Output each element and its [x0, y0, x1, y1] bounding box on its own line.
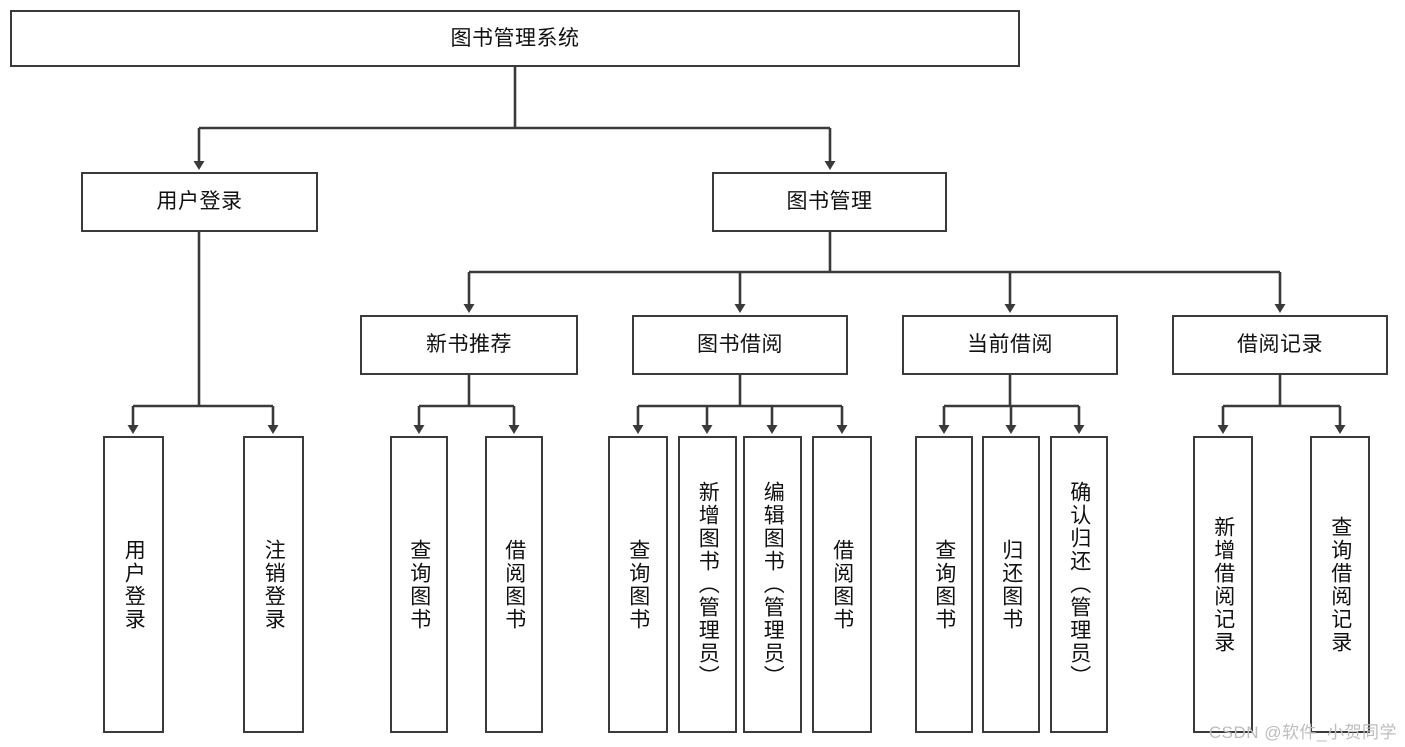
node-user-login[interactable]: 用户登录 [81, 172, 318, 232]
node-borrow-records-label: 借阅记录 [1237, 333, 1323, 357]
leaf-node[interactable]: 查询图书 [390, 436, 448, 733]
node-new-book-recommend-label: 新书推荐 [426, 333, 512, 357]
leaf-node-label: 确认归还（管理员） [1067, 481, 1091, 688]
node-root-label: 图书管理系统 [450, 26, 580, 50]
leaf-node[interactable]: 新增图书（管理员） [678, 436, 737, 733]
node-current-borrow-label: 当前借阅 [967, 333, 1053, 357]
leaf-node-label: 查询图书 [626, 538, 650, 631]
leaf-node-label: 借阅图书 [830, 538, 854, 631]
node-book-management-label: 图书管理 [786, 190, 873, 214]
leaf-node[interactable]: 查询借阅记录 [1310, 436, 1370, 733]
leaf-node[interactable]: 用户登录 [103, 436, 164, 733]
leaf-node[interactable]: 归还图书 [982, 436, 1040, 733]
leaf-node-label: 新增图书（管理员） [696, 481, 720, 688]
leaf-node[interactable]: 确认归还（管理员） [1050, 436, 1108, 733]
node-new-book-recommend[interactable]: 新书推荐 [360, 315, 578, 375]
leaf-node-label: 编辑图书（管理员） [761, 481, 785, 688]
leaf-node-label: 查询图书 [407, 538, 431, 631]
node-user-login-label: 用户登录 [156, 190, 243, 214]
node-borrow-records[interactable]: 借阅记录 [1172, 315, 1388, 375]
leaf-node[interactable]: 借阅图书 [485, 436, 543, 733]
node-book-borrow[interactable]: 图书借阅 [632, 315, 848, 375]
leaf-node[interactable]: 借阅图书 [812, 436, 872, 733]
node-root[interactable]: 图书管理系统 [10, 10, 1020, 67]
leaf-node[interactable]: 查询图书 [915, 436, 973, 733]
leaf-node-label: 查询借阅记录 [1328, 515, 1352, 654]
node-book-borrow-label: 图书借阅 [697, 333, 783, 357]
node-current-borrow[interactable]: 当前借阅 [902, 315, 1118, 375]
leaf-node[interactable]: 注销登录 [243, 436, 304, 733]
leaf-node-label: 新增借阅记录 [1211, 515, 1235, 654]
leaf-node-label: 查询图书 [932, 538, 956, 631]
watermark-text: CSDN @软件_小贺同学 [1208, 723, 1397, 742]
leaf-node[interactable]: 编辑图书（管理员） [743, 436, 802, 733]
leaf-node[interactable]: 查询图书 [608, 436, 668, 733]
node-book-management[interactable]: 图书管理 [712, 172, 947, 232]
leaf-node-label: 注销登录 [262, 538, 286, 631]
leaf-node-label: 借阅图书 [502, 538, 526, 631]
leaf-node[interactable]: 新增借阅记录 [1193, 436, 1253, 733]
leaf-node-label: 归还图书 [999, 538, 1023, 631]
leaf-node-label: 用户登录 [122, 538, 146, 631]
